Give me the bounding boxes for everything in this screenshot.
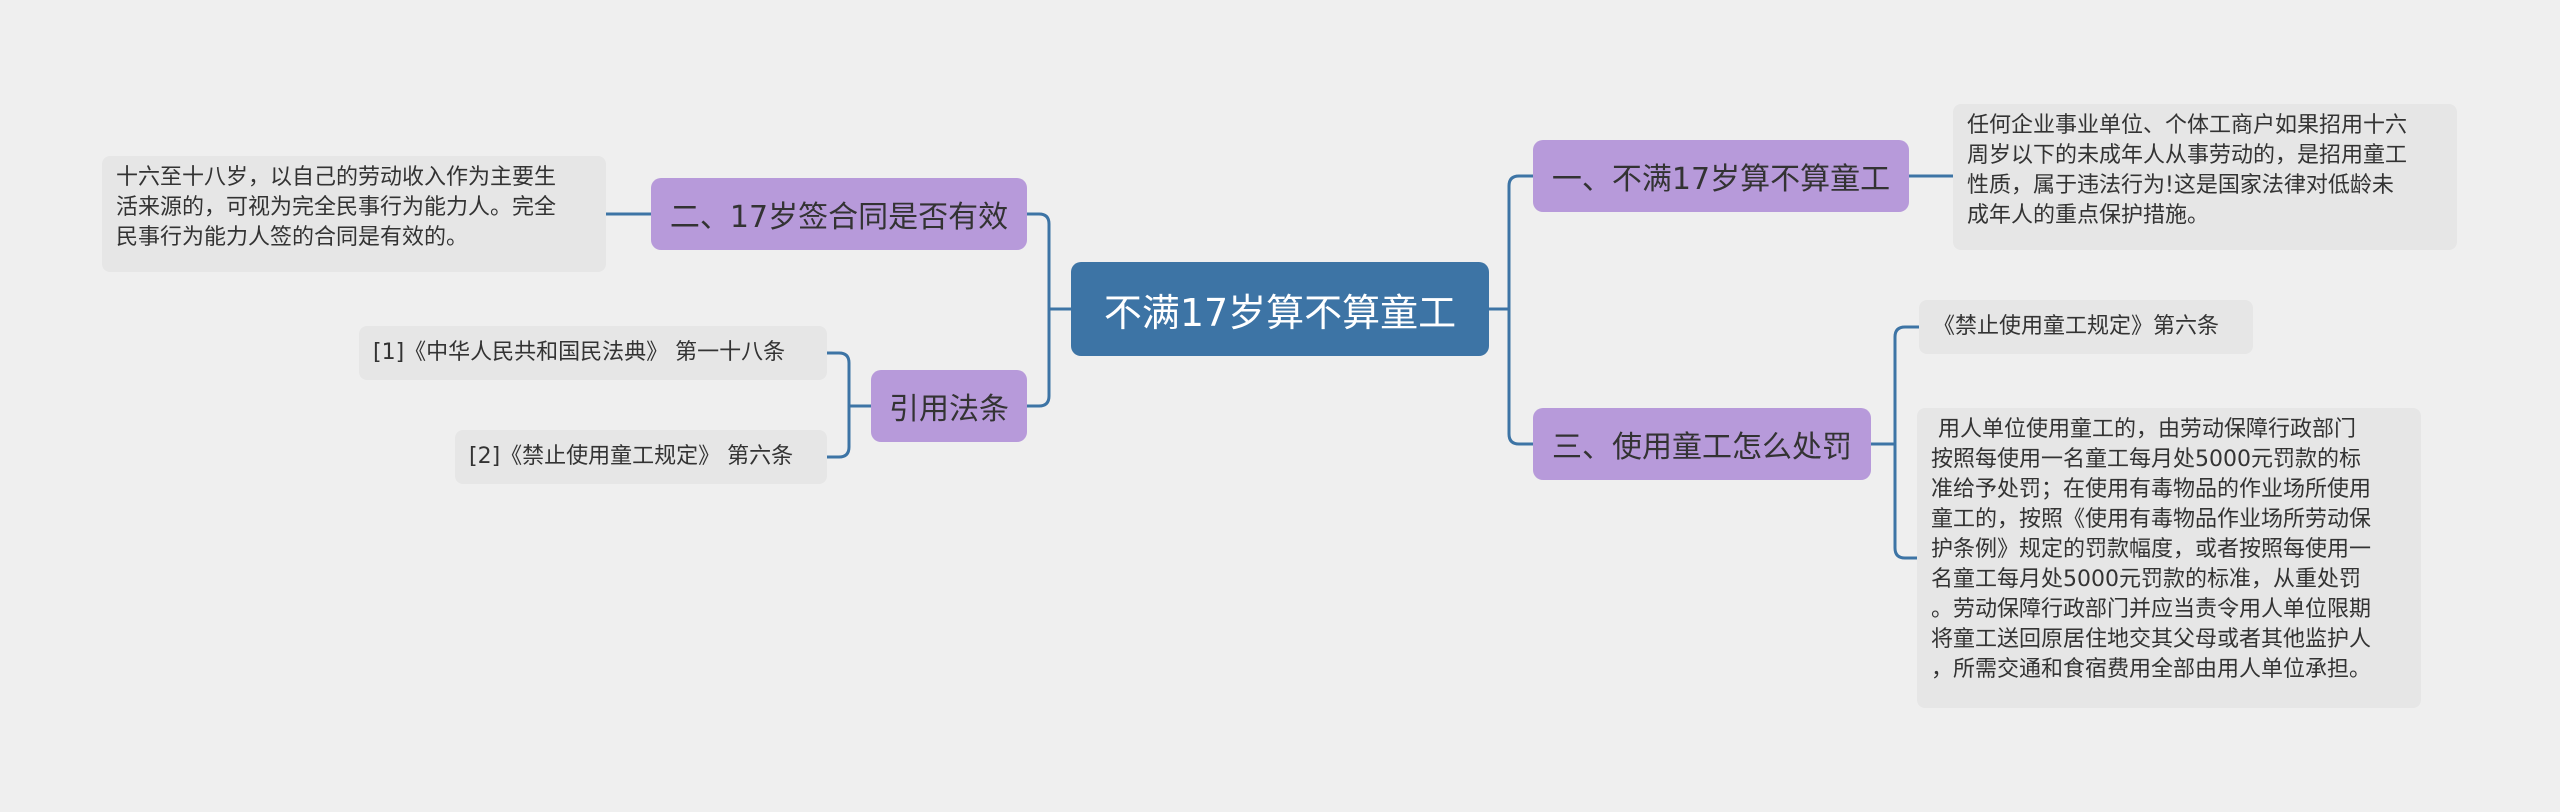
connector-left2-trunk xyxy=(827,351,851,459)
branch-child-labor-penalty[interactable]: 三、使用童工怎么处罚 xyxy=(1533,408,1871,480)
branch-contract-validity[interactable]: 二、17岁签合同是否有效 xyxy=(651,178,1027,250)
root-topic[interactable]: 不满17岁算不算童工 xyxy=(1071,262,1489,356)
leaf-cited-law-child-labor[interactable]: [2]《禁止使用童工规定》 第六条 xyxy=(455,430,827,484)
leaf-cited-law-civil-code[interactable]: [1]《中华人民共和国民法典》 第一十八条 xyxy=(359,326,827,380)
connector-right2-trunk xyxy=(1893,325,1919,560)
branch-child-labor-definition[interactable]: 一、不满17岁算不算童工 xyxy=(1533,140,1909,212)
leaf-penalty-regulation[interactable]: 《禁止使用童工规定》第六条 xyxy=(1919,300,2253,354)
leaf-child-labor-definition[interactable]: 任何企业事业单位、个体工商户如果招用十六 周岁以下的未成年人从事劳动的，是招用童… xyxy=(1953,104,2457,250)
connector-left-trunk xyxy=(1027,212,1051,408)
leaf-penalty-details[interactable]: 用人单位使用童工的，由劳动保障行政部门 按照每使用一名童工每月处5000元罚款的… xyxy=(1917,408,2421,708)
connector-right-trunk xyxy=(1507,174,1533,446)
branch-cited-laws[interactable]: 引用法条 xyxy=(871,370,1027,442)
leaf-contract-validity[interactable]: 十六至十八岁，以自己的劳动收入作为主要生 活来源的，可视为完全民事行为能力人。完… xyxy=(102,156,606,272)
